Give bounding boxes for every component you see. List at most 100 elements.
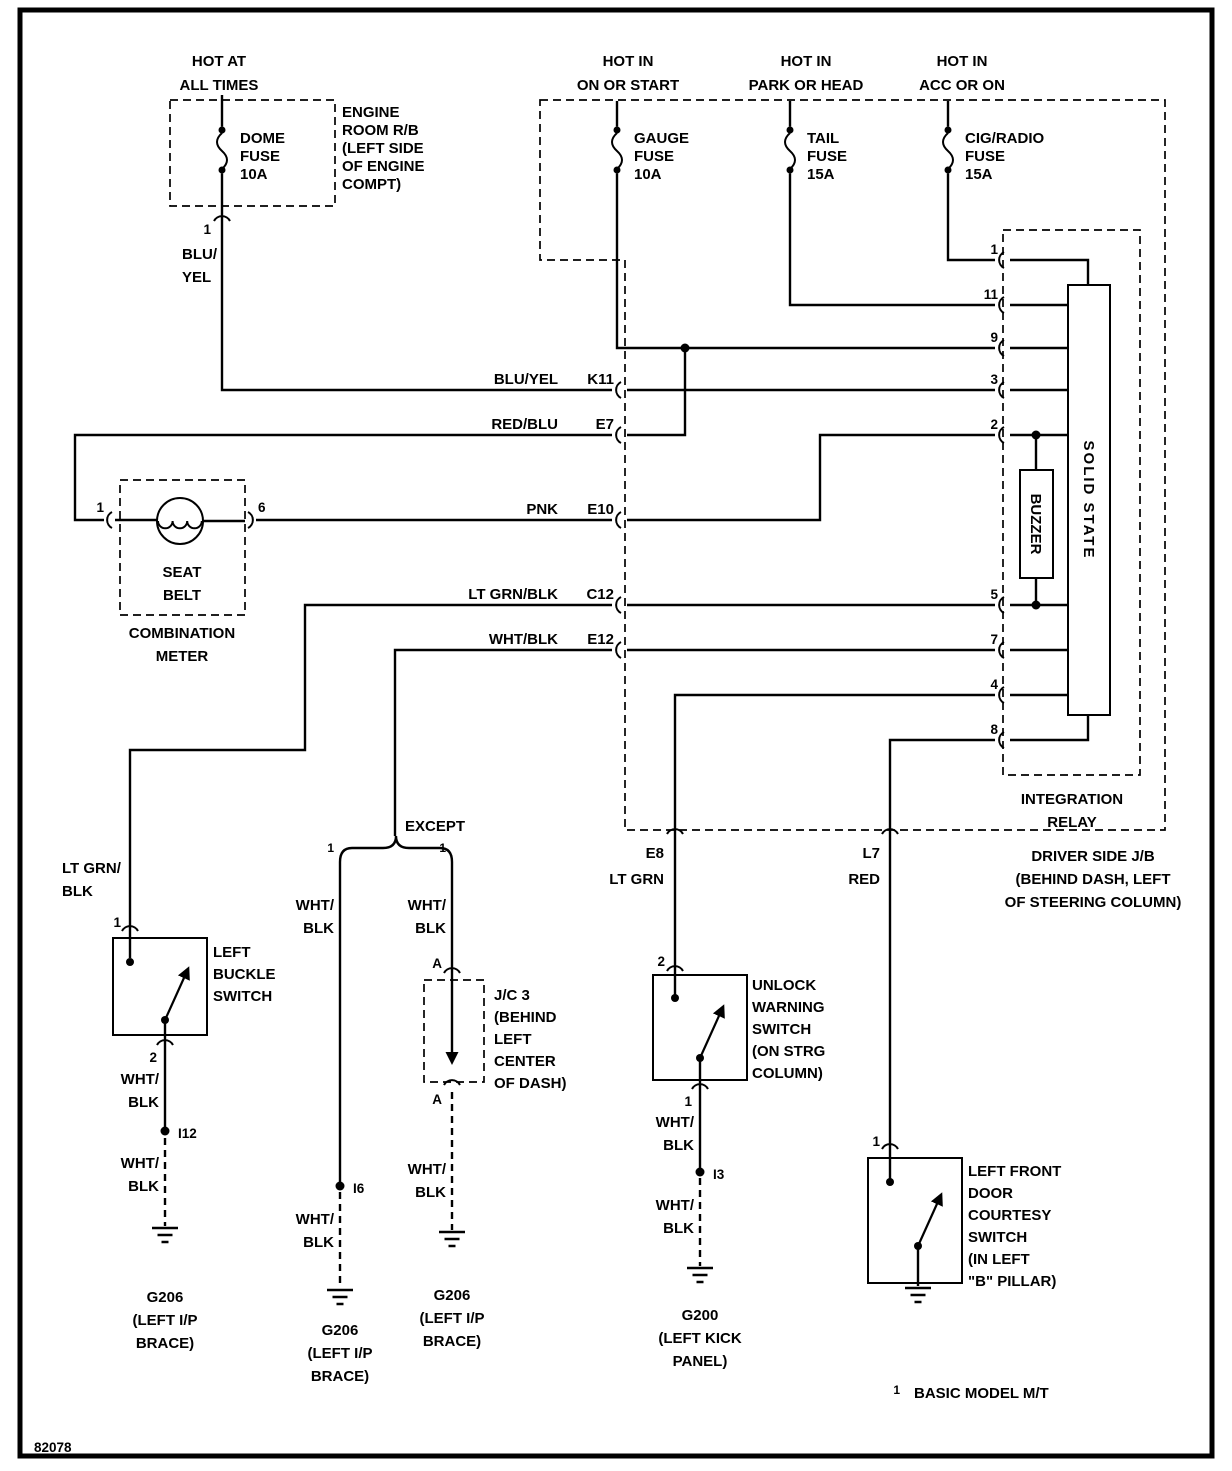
- courtesy-title-5: (IN LEFT: [968, 1251, 1030, 1268]
- buckle-pin2-connector: [156, 1039, 174, 1046]
- buckle-switch-box: [112, 937, 208, 1036]
- except-left-wire-b-2: BLK: [303, 1234, 334, 1251]
- buckle-ground-3: BRACE): [136, 1335, 194, 1352]
- except-ref-a: 1: [327, 841, 334, 855]
- buckle-title-1: LEFT: [213, 944, 251, 961]
- except-right-ground-1: G206: [434, 1287, 471, 1304]
- except-left-ground-1: G206: [322, 1322, 359, 1339]
- unlock-warning-switch-branch: E8 LT GRN 2 UNLOCK WARNING SWITCH (ON ST…: [609, 828, 825, 1370]
- relay-title-2: RELAY: [1047, 814, 1096, 831]
- except-left-wire-a-2: BLK: [303, 920, 334, 937]
- except-left-ground-symbol: [327, 1288, 353, 1306]
- seat-belt-lamp: [115, 497, 245, 545]
- e10-wire-color: PNK: [526, 501, 558, 518]
- courtesy-title-4: SWITCH: [968, 1229, 1027, 1246]
- meter-pin6: 6: [258, 500, 266, 515]
- unlock-wire-a-2: BLK: [663, 1137, 694, 1154]
- tail-fuse-rating: 15A: [807, 166, 835, 183]
- meter-title-2: METER: [156, 648, 209, 665]
- unlock-ground-symbol: [687, 1266, 713, 1284]
- power-rails: HOT AT ALL TIMES HOT IN ON OR START HOT …: [180, 53, 1005, 94]
- jc3-top-connector: [443, 967, 461, 974]
- relay-pin-7: 7: [990, 632, 998, 647]
- unlock-ground-3: PANEL): [673, 1353, 728, 1370]
- seat-belt-label-2: BELT: [163, 587, 201, 604]
- jc3-title-5: OF DASH): [494, 1075, 567, 1092]
- relay-pins: 1 11 9 3 2 5 7 4 8: [984, 242, 1005, 749]
- dome-fuse-name: DOME: [240, 130, 285, 147]
- dome-output-pin: 1: [203, 222, 211, 237]
- except-right-wire-b-1: WHT/: [408, 1161, 447, 1178]
- unlock-wire-a-1: WHT/: [656, 1114, 695, 1131]
- footnote-text: BASIC MODEL M/T: [914, 1385, 1049, 1402]
- unlock-pin-out: 1: [684, 1094, 692, 1109]
- gauge-fuse-kind: FUSE: [634, 148, 674, 165]
- jb-title-1: DRIVER SIDE J/B: [1031, 848, 1155, 865]
- connector-c12: [615, 596, 622, 614]
- buckle-pin1-connector: [121, 925, 139, 932]
- l7-connector: [881, 828, 899, 835]
- unlock-title-5: COLUMN): [752, 1065, 823, 1082]
- engine-rb-label-4: OF ENGINE: [342, 158, 425, 175]
- relay-pin-11: 11: [984, 287, 999, 302]
- courtesy-ground-symbol: [905, 1286, 931, 1304]
- except-left-wire-a-1: WHT/: [296, 897, 335, 914]
- dome-fuse: DOME FUSE 10A: [216, 95, 285, 183]
- k11-wire-color: BLU/YEL: [494, 371, 558, 388]
- tail-fuse: TAIL FUSE 15A: [784, 101, 847, 183]
- l7-pin: L7: [862, 845, 880, 862]
- buzzer-label: BUZZER: [1027, 494, 1044, 555]
- engine-rb-label-3: (LEFT SIDE: [342, 140, 424, 157]
- buckle-ground-symbol: [152, 1226, 178, 1244]
- k11-pin: K11: [587, 371, 614, 388]
- engine-rb-label-2: ROOM R/B: [342, 122, 419, 139]
- rail-tail-1: HOT IN: [781, 53, 832, 70]
- buckle-switch-blade: [163, 966, 190, 1021]
- gauge-fuse-name: GAUGE: [634, 130, 689, 147]
- connector-e10: [615, 511, 622, 529]
- footer: 1 BASIC MODEL M/T 82078: [34, 1383, 1049, 1455]
- courtesy-switch-branch: L7 RED 1 LEFT FRONT DOOR COURTESY SWITCH…: [848, 828, 1061, 1304]
- rail-gauge-2: ON OR START: [577, 77, 679, 94]
- except-ref-b: 1: [439, 841, 446, 855]
- cig-fuse-rating: 15A: [965, 166, 993, 183]
- relay-pin-1: 1: [990, 242, 998, 257]
- c12-pin: C12: [586, 586, 614, 603]
- courtesy-title-3: COURTESY: [968, 1207, 1051, 1224]
- meter-pin6-connector: [247, 511, 254, 529]
- relay-pin-3: 3: [990, 372, 998, 387]
- except-right-ground-symbol: [439, 1230, 465, 1248]
- unlock-pin2-connector: [666, 965, 684, 972]
- e12-pin: E12: [587, 631, 614, 648]
- rail-cig-2: ACC OR ON: [919, 77, 1005, 94]
- page-border: [17, 7, 1215, 1459]
- rail-gauge-1: HOT IN: [603, 53, 654, 70]
- connector-k11: [615, 381, 622, 399]
- jc3-title-2: (BEHIND: [494, 1009, 557, 1026]
- jc3-title-4: CENTER: [494, 1053, 556, 1070]
- footnote-ref: 1: [893, 1383, 900, 1397]
- cig-fuse-name: CIG/RADIO: [965, 130, 1045, 147]
- jc3-box: [423, 979, 485, 1083]
- integration-relay: SOLID STATE BUZZER 1 11 9 3 2 5: [984, 229, 1141, 831]
- relay-pin-8: 8: [990, 722, 998, 737]
- except-right-wire-b-2: BLK: [415, 1184, 446, 1201]
- solid-state-label: SOLID STATE: [1080, 441, 1097, 560]
- unlock-pin1-connector: [691, 1083, 709, 1090]
- cig-fuse-kind: FUSE: [965, 148, 1005, 165]
- jc3-conn-a-bottom: A: [432, 1092, 442, 1107]
- courtesy-title-2: DOOR: [968, 1185, 1013, 1202]
- connector-e7: [615, 426, 622, 444]
- unlock-title-3: SWITCH: [752, 1021, 811, 1038]
- buckle-wire-a-2: BLK: [128, 1094, 159, 1111]
- rail-dome-2: ALL TIMES: [180, 77, 259, 94]
- e8-wire-color: LT GRN: [609, 871, 664, 888]
- doc-number: 82078: [34, 1440, 72, 1455]
- e12-wire-color: WHT/BLK: [489, 631, 558, 648]
- jb-title-3: OF STEERING COLUMN): [1005, 894, 1182, 911]
- meter-pin1-connector: [106, 511, 113, 529]
- rail-cig-1: HOT IN: [937, 53, 988, 70]
- e10-pin: E10: [587, 501, 614, 518]
- except-label: EXCEPT: [405, 818, 465, 835]
